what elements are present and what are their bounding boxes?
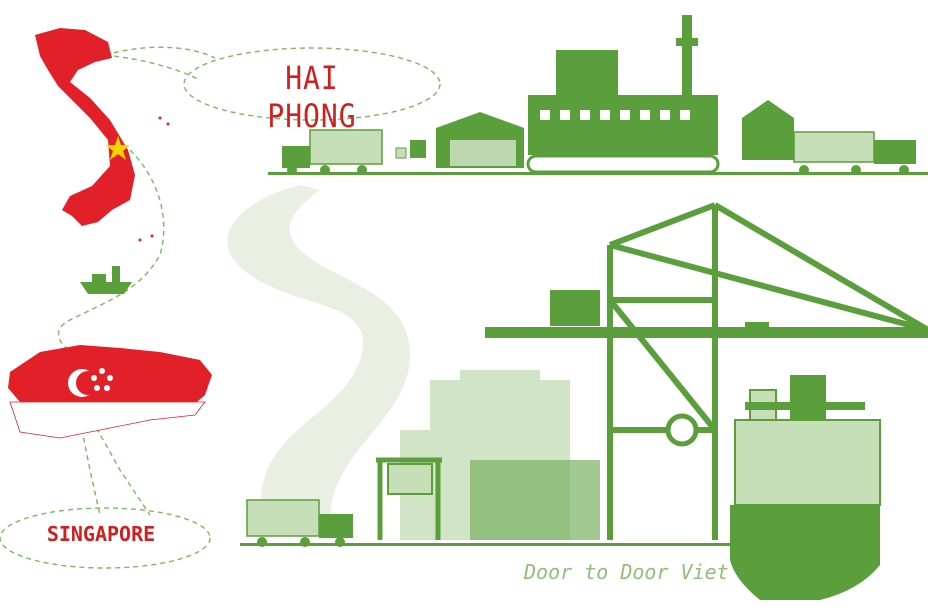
cargo-ship-icon [730, 375, 881, 600]
destination-label: SINGAPORE [46, 522, 156, 546]
singapore-map-icon [8, 345, 212, 439]
brand-text: Door to Door Viet [524, 560, 729, 584]
factory-icon [268, 15, 928, 175]
road-path [227, 185, 410, 520]
route-dashes [57, 46, 216, 516]
container-stack [400, 370, 600, 540]
ship-icon [80, 266, 132, 294]
vietnam-map-icon [35, 28, 170, 242]
straddle-carrier [376, 457, 442, 540]
crane-lock-icon [665, 413, 699, 447]
hai-phong-callout [183, 47, 441, 121]
truck-icon [246, 499, 353, 547]
ground-line [240, 543, 740, 546]
origin-label: HAI PHONG [267, 59, 357, 135]
crane-trolley [485, 290, 928, 441]
singapore-callout [0, 507, 211, 569]
